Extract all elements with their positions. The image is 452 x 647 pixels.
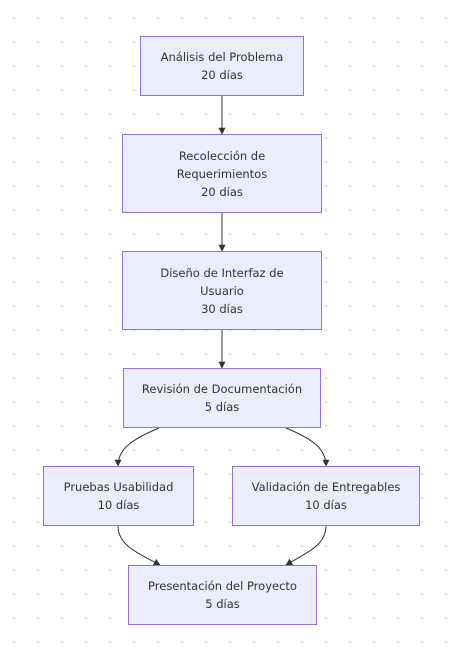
node-title-line2: Usuario	[200, 283, 244, 298]
node-duration: 5 días	[204, 400, 240, 414]
node-title-line2: Requerimientos	[176, 166, 268, 181]
node-duration: 30 días	[201, 301, 243, 316]
node-validacion-de-entregables: Validación de Entregables 10 días	[232, 466, 420, 526]
node-duration: 20 días	[201, 184, 243, 199]
node-analisis-del-problema: Análisis del Problema 20 días	[140, 36, 304, 96]
node-title: Pruebas Usabilidad	[63, 480, 174, 494]
node-presentacion-del-proyecto: Presentación del Proyecto 5 días	[128, 565, 317, 625]
node-title: Análisis del Problema	[160, 50, 284, 64]
node-title: Revisión de Documentación	[141, 382, 303, 396]
edge-revision-pruebas	[114, 427, 160, 467]
node-title: Presentación del Proyecto	[148, 579, 297, 593]
node-title: Validación de Entregables	[251, 480, 401, 494]
node-duration: 5 días	[205, 597, 240, 611]
node-diseno-de-interfaz: Diseño de Interfaz de Usuario 30 días	[122, 251, 322, 330]
node-duration: 10 días	[97, 498, 140, 512]
node-duration: 10 días	[305, 498, 347, 512]
node-pruebas-usabilidad: Pruebas Usabilidad 10 días	[43, 466, 194, 526]
node-revision-de-documentacion: Revisión de Documentación 5 días	[123, 368, 321, 428]
node-title-line1: Diseño de Interfaz de	[160, 265, 284, 280]
node-duration: 20 días	[201, 68, 243, 82]
edge-pruebas-presentacion	[117, 525, 161, 566]
edge-revision-validacion	[285, 427, 330, 467]
edge-validacion-presentacion	[285, 525, 327, 566]
node-recoleccion-de-requerimientos: Recolección de Requerimientos 20 días	[122, 134, 322, 213]
node-title-line1: Recolección de	[178, 148, 266, 163]
